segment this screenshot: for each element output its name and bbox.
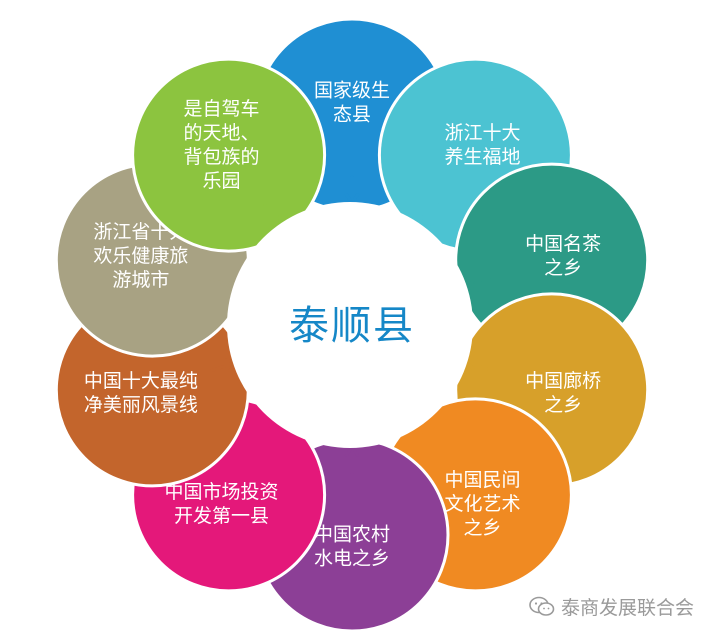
center-label: 泰顺县 xyxy=(289,303,415,349)
petal-label-line: 的天地、 xyxy=(183,122,259,144)
petals-layer: 国家级生态县浙江十大养生福地中国名茶之乡中国廊桥之乡中国民间文化艺术之乡中国农村… xyxy=(54,17,650,633)
petal-label-line: 欢乐健康旅 xyxy=(93,245,188,267)
petal-label-line: 中国名茶 xyxy=(525,233,601,255)
petal-label-line: 之乡 xyxy=(463,517,501,539)
petal-label-line: 背包族的 xyxy=(183,146,259,168)
petal-label-line: 之乡 xyxy=(544,394,582,416)
center-circle xyxy=(227,202,473,448)
petal-label-line: 乐园 xyxy=(202,170,240,192)
arrow-icon xyxy=(422,203,441,228)
petal-label-line: 是自驾车 xyxy=(183,98,259,120)
arrow-icon xyxy=(466,277,495,292)
petal-label-line: 文化艺术 xyxy=(444,493,520,515)
arrow-icon xyxy=(422,422,441,447)
petal-circle xyxy=(131,57,327,253)
petal-label-line: 中国市场投资 xyxy=(164,481,278,503)
petal-label-line: 养生福地 xyxy=(444,146,520,168)
petal-label-line: 中国廊桥 xyxy=(525,370,601,392)
petal-label-line: 净美丽风景线 xyxy=(84,394,198,416)
wechat-icon xyxy=(529,596,555,616)
arrow-icon xyxy=(466,358,495,373)
petal-label-line: 中国民间 xyxy=(444,469,520,491)
petal-label-line: 中国十大最纯 xyxy=(84,370,198,392)
watermark-text: 泰商发展联合会 xyxy=(560,597,694,619)
watermark: 泰商发展联合会 xyxy=(529,593,694,620)
petal-label-line: 游城市 xyxy=(112,269,169,291)
petal-label-line: 之乡 xyxy=(544,257,582,279)
petal-label-line: 国家级生 xyxy=(314,80,390,102)
petal-label-line: 开发第一县 xyxy=(174,505,269,527)
petal-label-line: 中国农村 xyxy=(314,524,390,546)
petal-label-line: 态县 xyxy=(333,104,371,126)
petal-label-line: 水电之乡 xyxy=(314,548,390,570)
petal-label-line: 浙江十大 xyxy=(444,122,520,144)
